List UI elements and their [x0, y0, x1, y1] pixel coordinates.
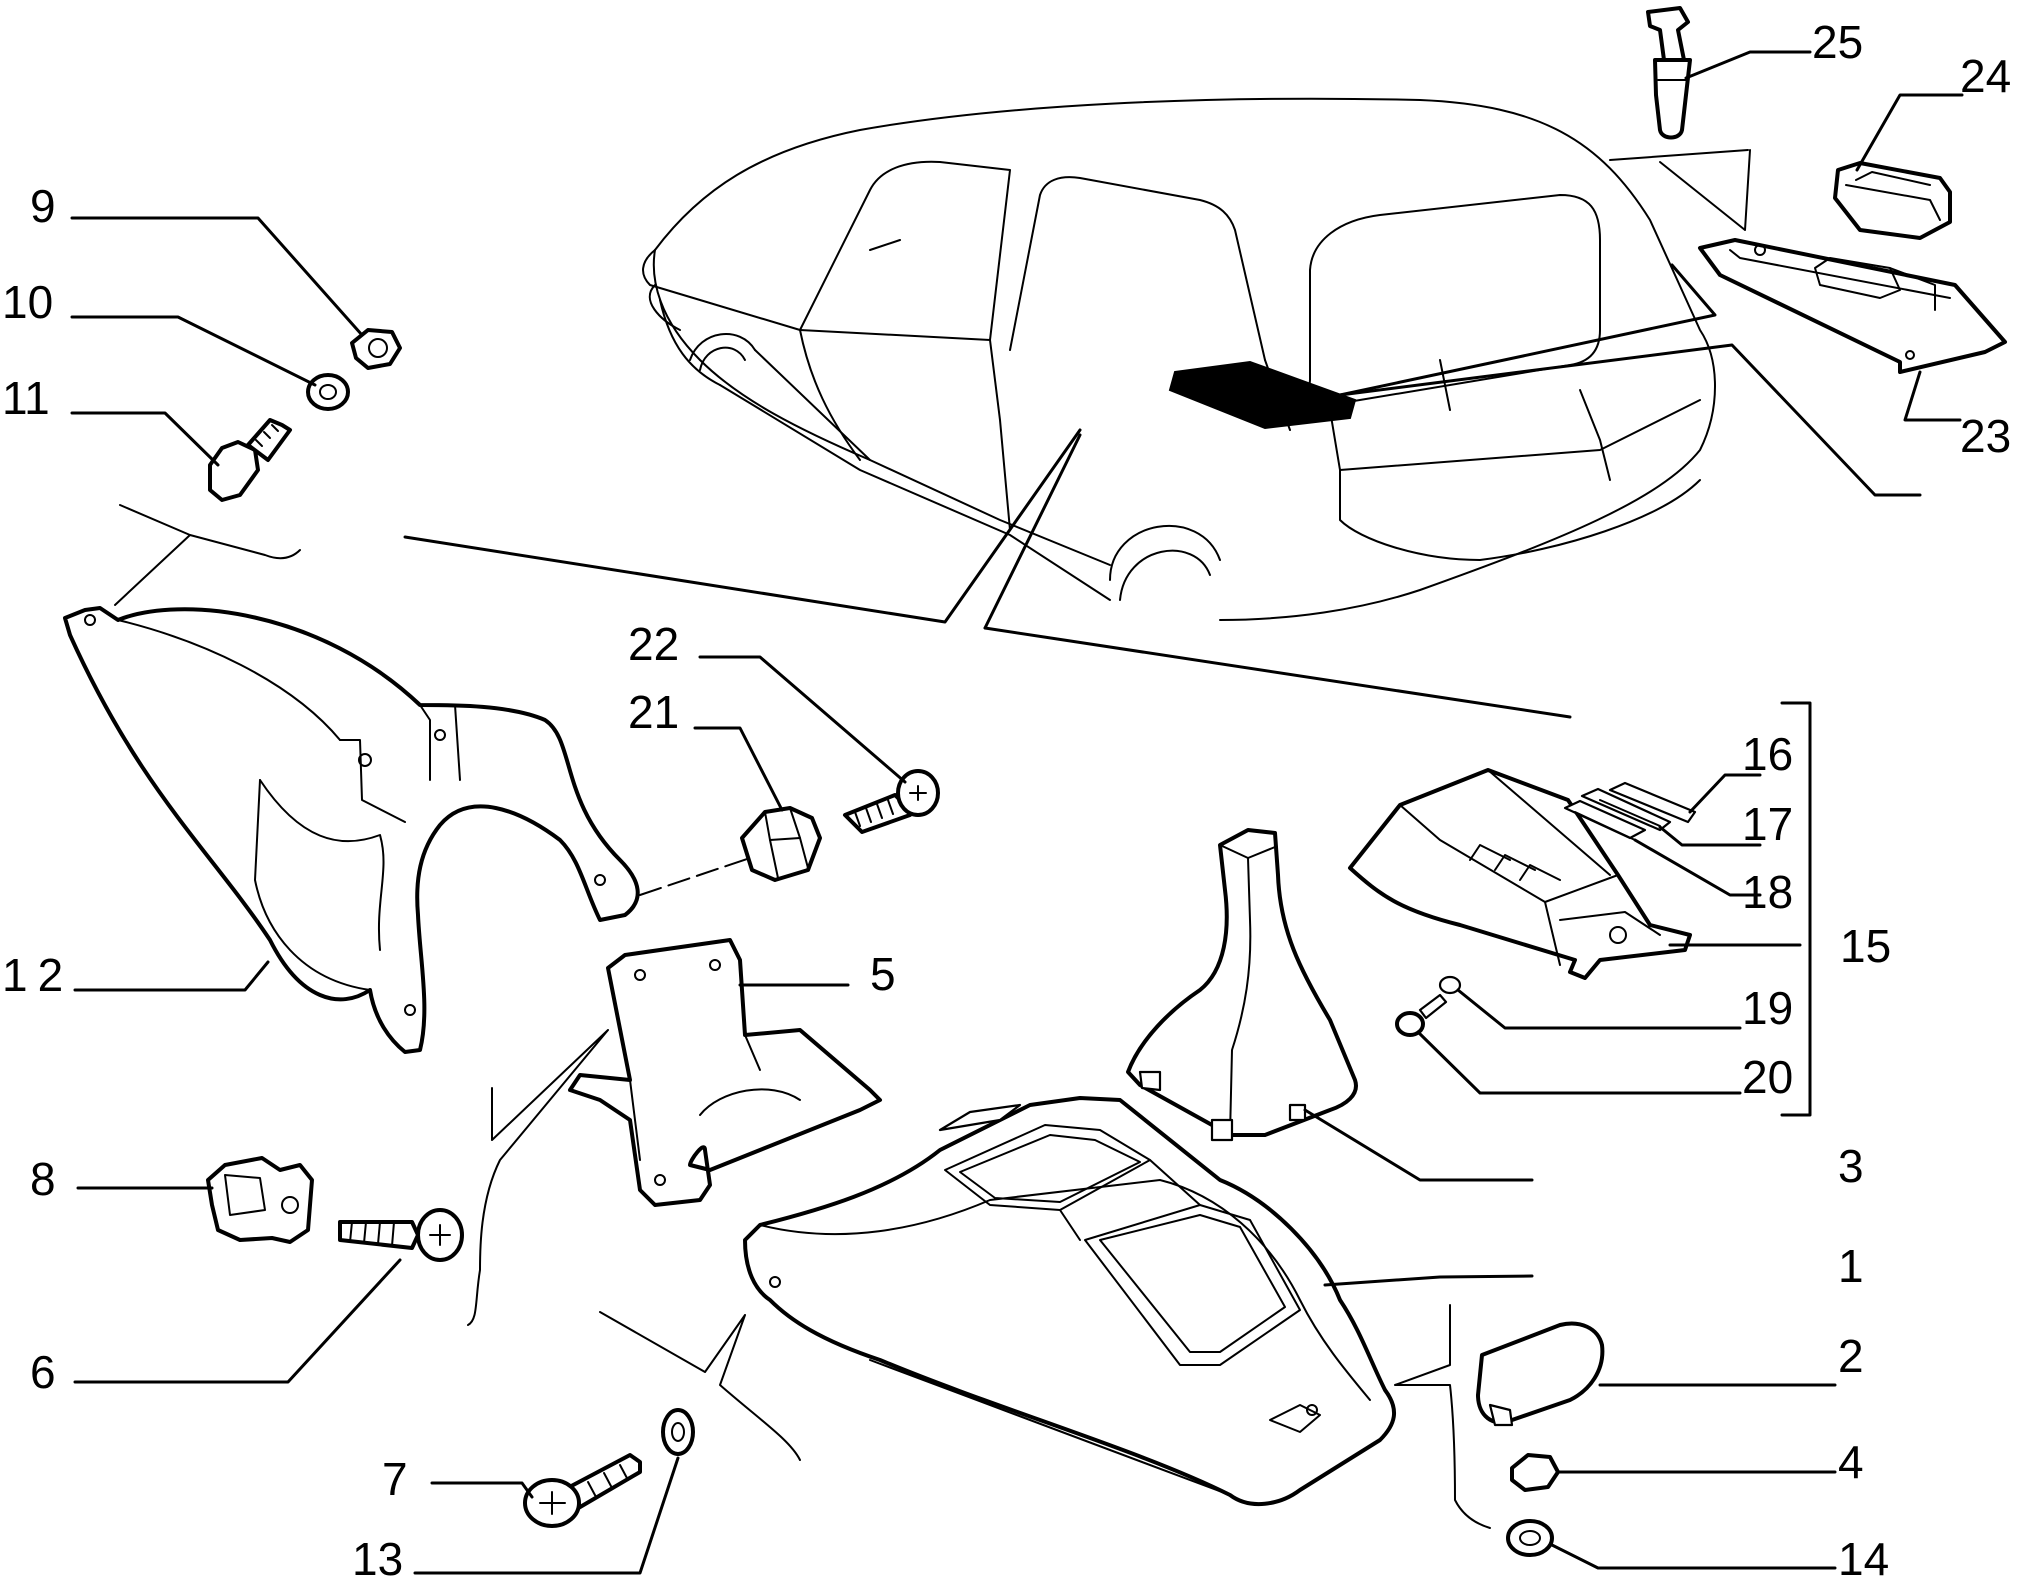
label-25: 25	[1812, 16, 1863, 68]
part-17-strip	[1580, 787, 1672, 832]
bracket-15-20	[1780, 701, 1812, 1117]
part-2-cap	[1476, 1321, 1605, 1427]
part-19-washer	[1438, 975, 1462, 995]
leader-7	[430, 1481, 534, 1499]
car-leader-lines	[403, 149, 1922, 719]
leader-1	[1323, 1274, 1534, 1287]
part-9-nut	[350, 328, 402, 370]
part-15-cover-box	[1348, 768, 1692, 980]
part-16-strip	[1608, 781, 1697, 824]
label-21: 21	[628, 686, 679, 738]
leader-12	[73, 960, 270, 992]
leader-19	[1456, 988, 1742, 1030]
part-18-strip	[1563, 799, 1647, 841]
label-2: 2	[1838, 1330, 1864, 1382]
leader-21	[693, 726, 784, 812]
leader-12-dash	[639, 857, 751, 896]
leader-24	[1855, 93, 1964, 172]
part-8-clip	[206, 1156, 314, 1244]
part-14-washer	[1506, 1519, 1554, 1557]
label-6: 6	[30, 1346, 56, 1398]
label-18: 18	[1742, 866, 1793, 918]
leader-11	[70, 411, 220, 467]
car-body-outline	[642, 97, 1716, 621]
leader-16	[1688, 773, 1762, 814]
part-25-push-pin	[1646, 6, 1692, 140]
callout-labels: 1 2 3 4 5 6 7 8 9 10 11 12 13 14 15 16 1…	[2, 16, 2011, 1577]
part-24-small-tray	[1833, 161, 1952, 240]
part-7-screw	[523, 1453, 642, 1528]
part-6-screw	[338, 1208, 464, 1262]
label-15: 15	[1840, 920, 1891, 972]
label-20: 20	[1742, 1051, 1793, 1103]
leader-14	[1550, 1543, 1837, 1570]
part-21-clip-nut	[740, 806, 822, 882]
part-12-console-panel	[63, 606, 640, 1054]
label-23: 23	[1960, 410, 2011, 462]
leader-22	[698, 655, 907, 784]
label-17: 17	[1742, 798, 1793, 850]
label-14: 14	[1838, 1533, 1889, 1577]
leader-23	[1903, 370, 1962, 422]
label-1: 1	[1838, 1240, 1864, 1292]
part-23-rear-tray	[1698, 238, 2007, 374]
label-12: 12	[2, 949, 73, 1001]
leader-10	[70, 315, 317, 387]
leader-12-clip	[114, 504, 301, 606]
part-3-gear-boot	[1126, 828, 1358, 1142]
leader-20	[1416, 1030, 1742, 1095]
leader-5-frame	[467, 1029, 609, 1326]
leader-18	[1633, 838, 1762, 897]
label-22: 22	[628, 618, 679, 670]
label-24: 24	[1960, 50, 2011, 102]
label-19: 19	[1742, 982, 1793, 1034]
label-13: 13	[352, 1533, 403, 1577]
leader-25	[1684, 50, 1812, 80]
label-7: 7	[382, 1453, 408, 1505]
part-5-bracket	[568, 938, 882, 1207]
leader-3	[1303, 1108, 1534, 1182]
leader-1-frame	[599, 1311, 801, 1461]
part-20-screw	[1395, 993, 1448, 1037]
label-16: 16	[1742, 728, 1793, 780]
label-11: 11	[2, 372, 50, 424]
leader-13	[413, 1456, 680, 1575]
part-1-centre-console	[743, 1096, 1396, 1507]
leader-6	[73, 1258, 402, 1384]
part-13-washer	[661, 1408, 695, 1456]
label-5: 5	[870, 948, 896, 1000]
leader-2-frame	[1394, 1304, 1491, 1529]
label-3: 3	[1838, 1140, 1864, 1192]
part-22-screw	[843, 769, 940, 834]
label-4: 4	[1838, 1436, 1864, 1488]
part-11-screw	[208, 418, 292, 502]
part-10-washer	[306, 373, 350, 411]
label-8: 8	[30, 1153, 56, 1205]
part-4-nut	[1510, 1453, 1560, 1492]
label-9: 9	[30, 180, 56, 232]
label-10: 10	[2, 276, 53, 328]
leader-17	[1658, 825, 1762, 847]
leader-9	[70, 216, 364, 337]
